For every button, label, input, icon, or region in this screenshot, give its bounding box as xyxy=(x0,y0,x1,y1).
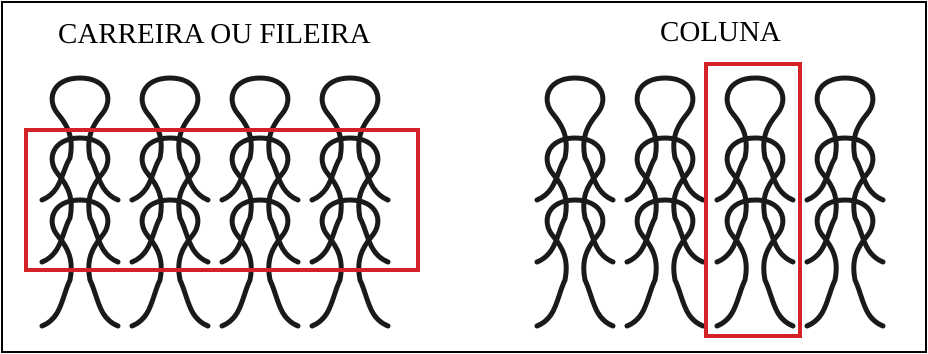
stitch-loop-r3-c4 xyxy=(804,197,886,329)
panel-title-course: CARREIRA OU FILEIRA xyxy=(58,18,371,50)
stitch-loop-r2-c2 xyxy=(624,135,706,265)
stitch-loop-r2-c4 xyxy=(804,135,886,265)
stitch-loop-r1-c4 xyxy=(804,75,886,203)
wale-highlight-box xyxy=(704,62,802,338)
knit-fabric-course xyxy=(39,75,391,329)
stitch-loop-r2-c4 xyxy=(309,135,391,265)
stitch-loop-r3-c1 xyxy=(534,197,616,329)
stitch-loop-r2-c1 xyxy=(39,135,121,265)
stitch-loop-r1-c2 xyxy=(624,75,706,203)
stitch-loop-r3-c2 xyxy=(624,197,706,329)
stitch-loop-r1-c1 xyxy=(534,75,616,203)
stitch-loop-r3-c4 xyxy=(309,197,391,329)
stitch-loop-r1-c2 xyxy=(129,75,211,203)
stitch-loop-r2-c1 xyxy=(534,135,616,265)
stitch-loop-r3-c3 xyxy=(219,197,301,329)
stitch-loop-r2-c3 xyxy=(714,135,796,265)
stitch-loop-r3-c3 xyxy=(714,197,796,329)
knit-fabric-wale xyxy=(534,75,886,329)
stitch-loop-r1-c3 xyxy=(219,75,301,203)
stitch-loop-r3-c2 xyxy=(129,197,211,329)
panel-title-wale: COLUNA xyxy=(660,16,781,48)
course-highlight-box xyxy=(24,128,420,272)
stitch-loop-r2-c3 xyxy=(219,135,301,265)
stitch-loop-r1-c3 xyxy=(714,75,796,203)
stitch-loop-r1-c4 xyxy=(309,75,391,203)
stitch-loop-r1-c1 xyxy=(39,75,121,203)
stitch-loop-r3-c1 xyxy=(39,197,121,329)
stitch-loop-r2-c2 xyxy=(129,135,211,265)
